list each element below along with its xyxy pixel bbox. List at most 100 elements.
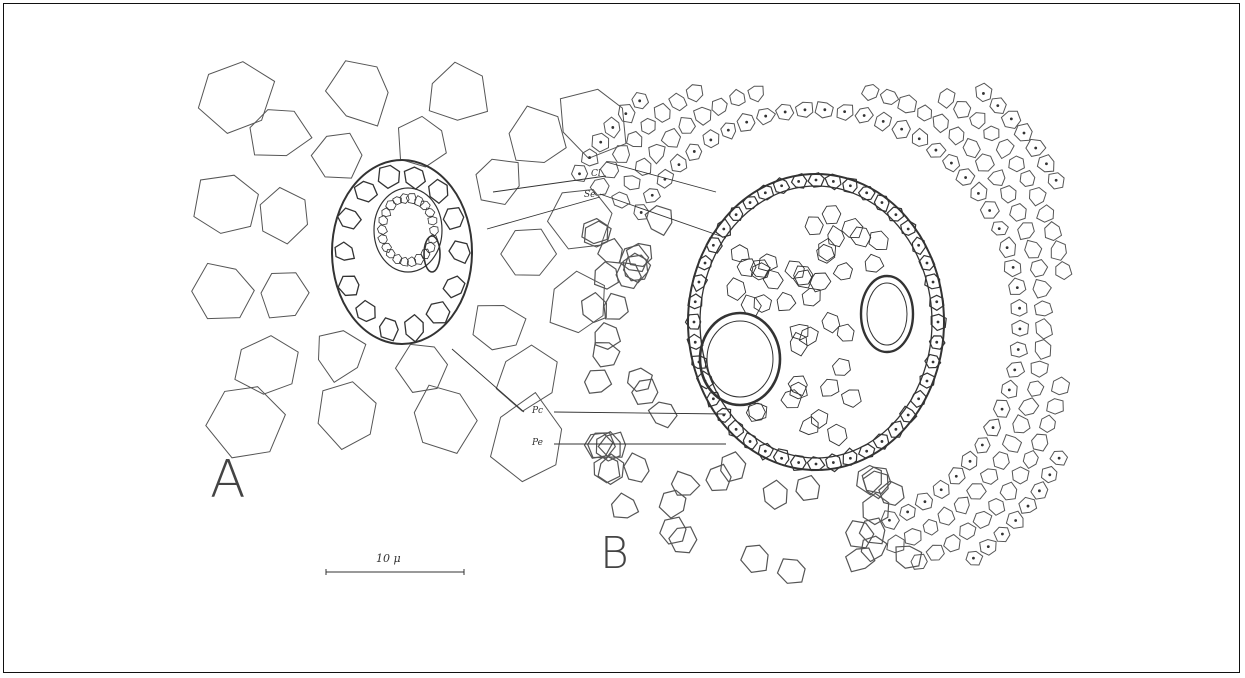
pericycle-cell [338,208,362,229]
pericycle-cell [335,242,354,260]
phloem-cell [377,225,387,235]
cortex-cell [1028,381,1044,396]
cell-nucleus [1012,266,1015,269]
cell-nucleus [694,300,697,303]
panel-b-cortex [572,83,1072,583]
cell-nucleus [932,361,935,364]
cell-nucleus [881,440,884,443]
parenchyma-cell [879,481,904,505]
cortex-cell [1045,222,1062,241]
cell-nucleus [1045,162,1048,165]
parenchyma-cell [509,106,566,162]
parenchyma-cell [706,464,731,490]
cortex-cell [973,511,992,528]
cell-nucleus [917,244,920,247]
phloem-cell [386,201,396,210]
parenchyma-cell [501,229,557,275]
cortex-cell [993,452,1009,470]
parenchyma-cell [863,493,889,524]
cell-nucleus [863,114,866,117]
pericycle-cell [449,241,470,263]
cortex-cell [989,499,1005,516]
pericycle-cell [404,167,425,189]
cortex-cell [923,519,938,535]
cell-nucleus [1027,505,1030,508]
panel-b-metaxylem-vessel-left [700,313,780,405]
parenchyma-cell [595,262,619,289]
label-leader-lines [452,162,726,444]
cell-nucleus [1014,519,1017,522]
cortex-cell [1037,205,1054,222]
cell-nucleus [678,163,681,166]
cell-nucleus [797,180,800,183]
parenchyma-cell [582,293,607,323]
cell-nucleus [955,475,958,478]
parenchyma-cell [473,306,526,350]
cell-nucleus [780,457,783,460]
cortex-cell [996,139,1014,158]
cell-nucleus [935,300,938,303]
cortex-cell [1035,340,1051,360]
cortex-cell [686,85,703,102]
parenchyma-cell [672,471,700,495]
cortex-cell [862,85,879,101]
cell-nucleus [704,262,707,265]
cortex-cell [694,107,711,125]
cortex-cell [661,129,680,148]
cell-nucleus [694,341,697,344]
cell-nucleus [900,128,903,131]
stele-cell [842,219,863,238]
cell-nucleus [987,545,990,548]
parenchyma-cell [896,546,922,568]
panel-a-label: A [210,450,246,510]
cortex-cell [1010,204,1026,222]
cortex-cell [944,535,961,552]
parenchyma-cell [414,385,477,453]
cell-nucleus [849,184,852,187]
cell-nucleus [764,450,767,453]
phloem-cell [382,243,392,252]
stele-cell [819,238,836,261]
parenchyma-cell [311,133,362,178]
cell-nucleus [924,500,927,503]
cell-nucleus [1018,307,1021,310]
cell-nucleus [599,141,602,144]
cortex-cell [926,545,944,560]
parenchyma-cell [491,393,562,482]
parenchyma-cell [585,370,612,393]
pericycle-cell [443,276,465,298]
cortex-cell [912,128,927,146]
phloem-cell [425,208,435,216]
cell-nucleus [907,228,910,231]
stele-cell [822,206,841,224]
cell-nucleus [1048,473,1051,476]
parenchyma-cell [612,493,639,518]
stele-cell [850,227,871,247]
phloem-cell [382,208,391,217]
cell-nucleus [1018,328,1021,331]
cell-nucleus [926,380,929,383]
cell-nucleus [797,461,800,464]
phloem-cell [428,217,437,225]
cortex-cell [1013,415,1030,433]
cell-nucleus [1001,533,1004,536]
stele-cell [865,254,884,272]
parenchyma-cell [192,263,255,318]
stele-cell [727,278,746,301]
cell-nucleus [764,191,767,194]
cortex-cell [1030,188,1047,206]
cell-nucleus [894,428,897,431]
cortex-cell [1036,319,1053,339]
stele-cell [869,231,888,249]
stele-cell [842,390,862,407]
cell-nucleus [1006,246,1009,249]
parenchyma-cell [604,293,628,319]
cortex-cell [963,139,980,158]
cortex-cell [981,469,998,484]
pericycle-cell [426,302,450,323]
cell-nucleus [1058,457,1061,460]
parenchyma-cell [649,402,678,428]
cell-nucleus [907,414,910,417]
cell-nucleus [749,440,752,443]
cortex-cell [627,132,642,147]
